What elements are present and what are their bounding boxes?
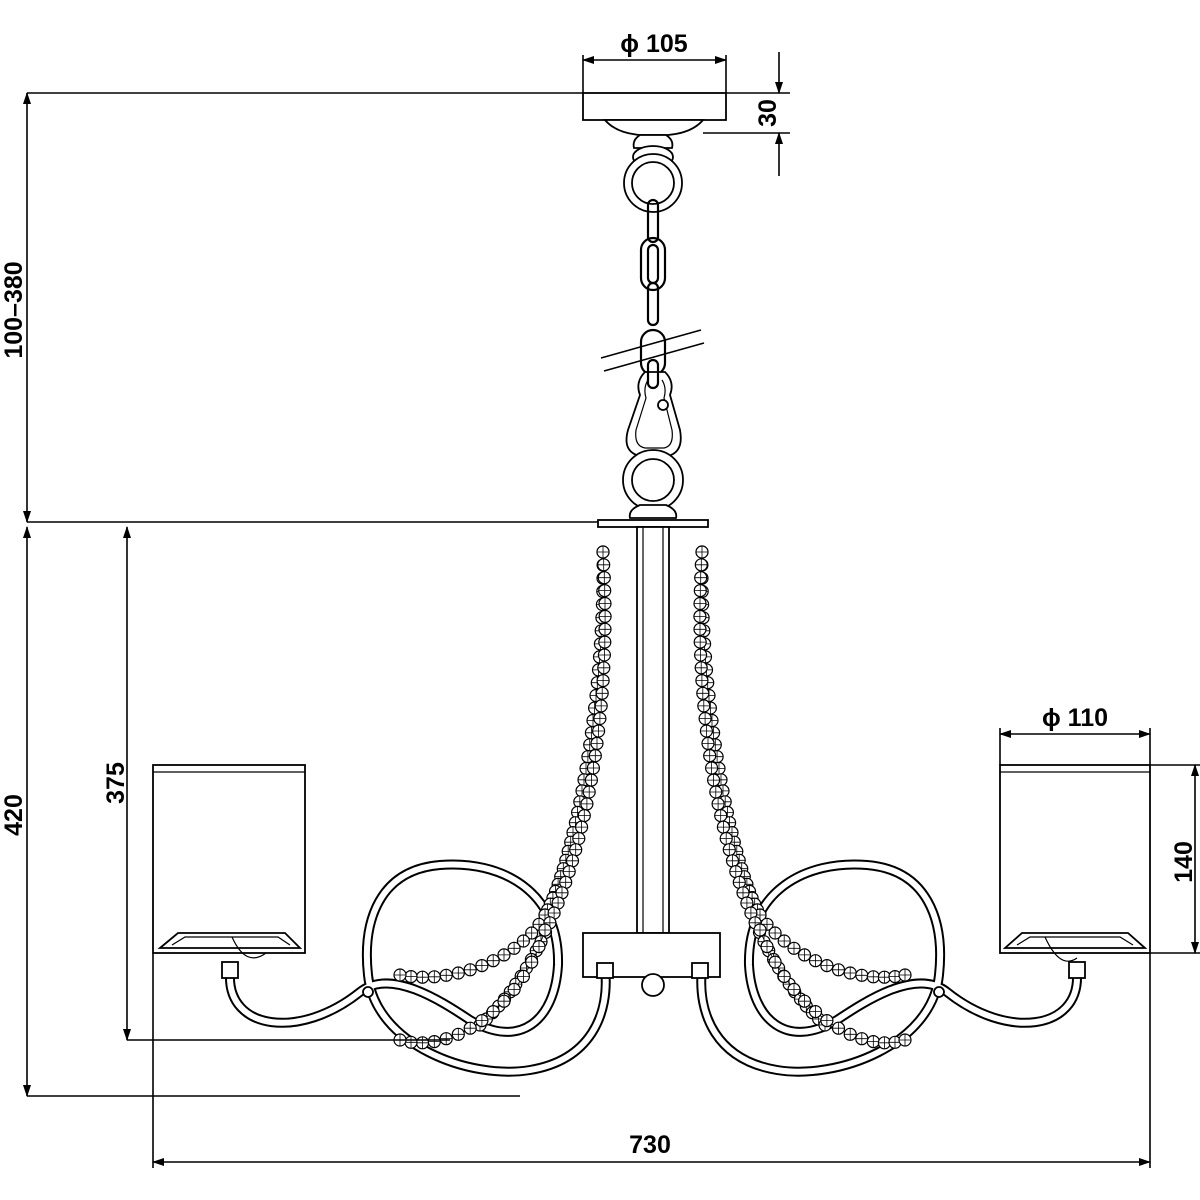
suspension-range-dimension: 100–380 [0,92,598,523]
canopy-diameter-label: ϕ 105 [620,30,687,58]
suspension-range-label: 100–380 [0,261,28,358]
ceiling-canopy [582,92,727,136]
arm-height-label: 375 [102,762,130,804]
total-height-dimension: 420 [0,526,520,1097]
total-width-dimension: 730 [152,953,1151,1168]
top-plate [597,519,709,528]
shade-diameter-dimension: ϕ 110 [999,704,1151,765]
canopy-diameter-dimension: ϕ 105 [582,30,727,93]
shade-diameter-label: ϕ 110 [1042,704,1108,732]
total-height-label: 420 [0,794,28,836]
arm-height-dimension: 375 [102,526,450,1041]
suspension-chain [600,134,705,519]
shade-height-dimension: 140 [1150,764,1200,954]
canopy-height-label: 30 [754,99,782,127]
left-lamp-shade [152,764,306,959]
total-width-label: 730 [629,1131,671,1159]
right-lamp-shade [999,764,1151,962]
canopy-height-dimension: 30 [703,52,790,176]
shade-height-label: 140 [1170,841,1198,883]
crystal-bead-strands [393,545,912,1050]
arm-sockets [221,961,1086,998]
center-stem [636,526,670,934]
